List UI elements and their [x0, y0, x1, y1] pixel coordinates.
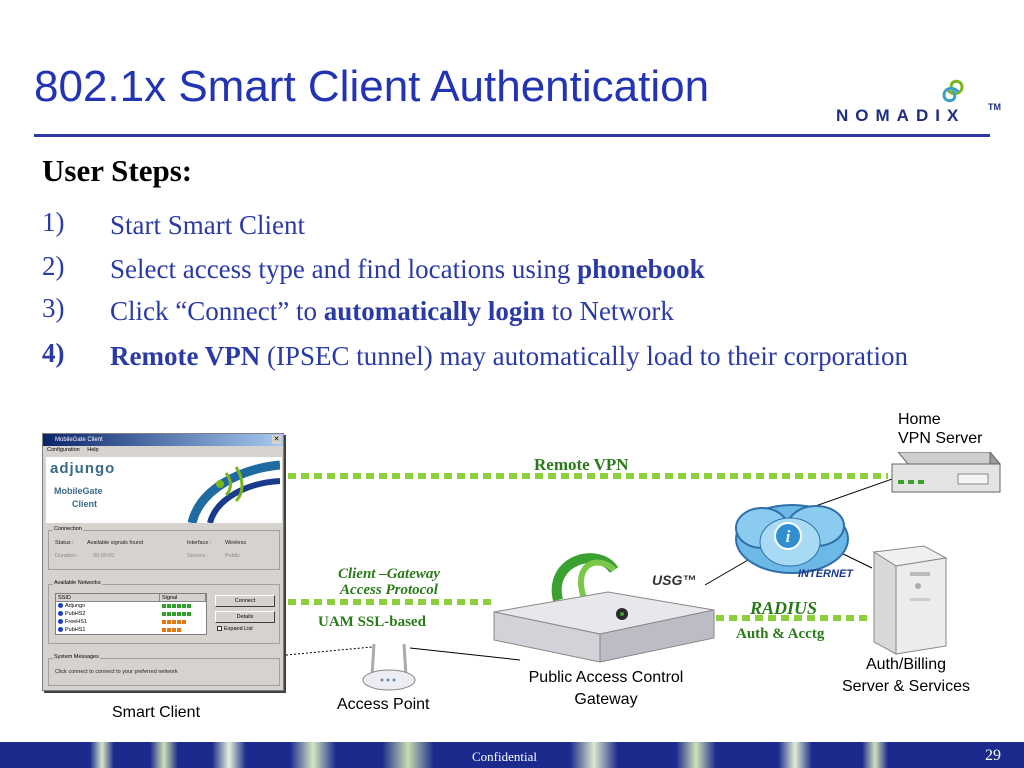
- signal-column-header[interactable]: Signal: [160, 594, 206, 602]
- internet-label: INTERNET: [798, 568, 853, 580]
- signal-bars: [162, 626, 181, 634]
- step-number: 2): [42, 251, 65, 281]
- radius-label: RADIUS: [750, 598, 818, 618]
- internet-cloud-icon: i: [735, 504, 849, 574]
- window-titlebar: MobileGate Client ✕: [43, 434, 283, 446]
- window-menu: Configuration Help: [43, 446, 283, 455]
- steps-heading: User Steps:: [42, 153, 193, 188]
- title-divider: [34, 134, 990, 137]
- step-emphasis: automatically login: [323, 296, 545, 326]
- uam-ssl-label: UAM SSL-based: [318, 614, 426, 630]
- step-number: 4): [42, 338, 65, 368]
- footer-confidential: Confidential: [472, 749, 537, 764]
- access-point-label: Access Point: [337, 696, 430, 713]
- duration-label: Duration :: [55, 553, 79, 559]
- list-item[interactable]: PubHS1: [58, 626, 86, 634]
- auth-billing-label: Auth/Billing Server & Services: [841, 656, 971, 695]
- smart-client-window: MobileGate Client ✕ Configuration Help a…: [42, 433, 284, 691]
- window-title: MobileGate Client: [55, 437, 103, 443]
- list-item[interactable]: Adjungo: [58, 602, 85, 610]
- connection-group: Connection Status : Available signals fo…: [48, 526, 280, 570]
- ssid-column-header[interactable]: SSID: [56, 594, 160, 602]
- service-value: Public: [225, 553, 240, 559]
- remote-vpn-label: Remote VPN: [534, 455, 629, 474]
- logo-trademark: TM: [988, 102, 1001, 112]
- step-emphasis: phonebook: [577, 254, 705, 284]
- menu-help[interactable]: Help: [87, 447, 99, 453]
- smart-client-label: Smart Client: [112, 704, 201, 721]
- nomadix-swirl-icon: [942, 79, 964, 103]
- signal-bars: [162, 610, 191, 618]
- status-label: Status :: [55, 540, 74, 546]
- usg-gateway-icon: [493, 553, 715, 663]
- service-label: Service :: [187, 553, 209, 559]
- step-text: Select access type and find locations us…: [110, 254, 705, 284]
- gateway-label: Public Access Control Gateway: [528, 669, 684, 708]
- network-list[interactable]: SSID Signal Adjungo PubHS2 FreeHS1 PubHS…: [55, 593, 207, 635]
- product-name: MobileGate Client: [54, 486, 103, 509]
- list-item[interactable]: PubHS2: [58, 610, 86, 618]
- slide-title: 802.1x Smart Client Authentication: [34, 62, 710, 111]
- logo-wordmark: NOMADIX: [836, 106, 966, 125]
- home-vpn-label: Home VPN Server: [898, 411, 983, 447]
- client-gateway-label: Client –Gateway Access Protocol: [337, 566, 441, 598]
- network-connectors: [285, 473, 896, 661]
- expand-list-checkbox[interactable]: Expand List: [217, 626, 253, 632]
- page-number: 29: [985, 747, 1001, 764]
- interface-value: Wireless: [225, 540, 247, 546]
- adjungo-brand: adjungo: [50, 460, 116, 477]
- step-text: Remote VPN (IPSEC tunnel) may automatica…: [110, 341, 909, 371]
- satellite-dish-icon: [180, 459, 280, 523]
- status-value: Available signals found: [87, 540, 144, 546]
- messages-group: System Messages Click connect to connect…: [48, 654, 280, 686]
- usg-label: USG™: [652, 572, 697, 588]
- auth-server-icon: [872, 545, 948, 655]
- step-number: 3): [42, 293, 65, 323]
- auth-acctg-label: Auth & Acctg: [736, 626, 825, 642]
- interface-label: Interface :: [187, 540, 212, 546]
- system-message: Click connect to connect to your preferr…: [55, 669, 178, 675]
- ap-gateway-link: [409, 647, 521, 661]
- step-number: 1): [42, 207, 65, 237]
- step-text: Start Smart Client: [110, 210, 305, 240]
- nomadix-logo: NOMADIX TM: [836, 74, 1006, 130]
- step-text: Click “Connect” to automatically login t…: [110, 296, 674, 326]
- slide-footer: Confidential 29: [0, 742, 1024, 768]
- menu-configuration[interactable]: Configuration: [47, 447, 80, 453]
- step-emphasis: Remote VPN: [110, 341, 261, 371]
- client-banner: adjungo MobileGate Client: [46, 457, 282, 523]
- vpn-server-icon: [891, 452, 1002, 493]
- connect-button[interactable]: Connect: [215, 595, 275, 607]
- svg-text:i: i: [786, 527, 791, 546]
- networks-group: Available Networks SSID Signal Adjungo P…: [48, 580, 280, 644]
- signal-bars: [162, 618, 186, 626]
- access-point-icon: [362, 643, 416, 691]
- details-button[interactable]: Details: [215, 611, 275, 623]
- signal-bars: [162, 602, 191, 610]
- close-icon[interactable]: ✕: [272, 435, 281, 444]
- gateway-internet-link: [704, 559, 749, 586]
- duration-value: 00:00:00: [93, 553, 115, 559]
- list-item[interactable]: FreeHS1: [58, 618, 87, 626]
